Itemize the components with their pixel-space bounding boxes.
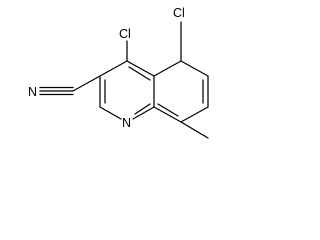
bond-n1-c8a xyxy=(132,106,155,120)
structure-canvas: Cl Cl N N xyxy=(0,0,231,154)
bond-c4-c3 xyxy=(99,60,128,77)
bond-c5-c6 xyxy=(180,60,209,77)
bond-c3-nitrile-carbon xyxy=(72,75,101,92)
ring-nitrogen-label: N xyxy=(122,116,131,130)
molecule-drawing: Cl Cl N N xyxy=(28,6,209,139)
bond-c4a-c4 xyxy=(126,60,155,77)
chlorine-label-c5: Cl xyxy=(173,6,185,20)
bond-n1-c8a-inner xyxy=(134,103,151,115)
bond-c8-c8a xyxy=(153,106,182,123)
nitrile-triple-bond xyxy=(39,86,74,96)
bond-c2-n1 xyxy=(99,106,122,120)
pyridine-ring xyxy=(99,60,155,120)
benzo-ring xyxy=(153,60,209,123)
bond-c8-c8a-inner xyxy=(157,103,179,117)
bond-c7-c8 xyxy=(180,106,209,123)
bond-c8-methyl xyxy=(180,121,209,139)
chlorine-label-c4: Cl xyxy=(119,27,131,41)
nitrile-nitrogen-label: N xyxy=(28,85,37,99)
bond-c4a-c5 xyxy=(153,60,182,77)
bond-c4a-c4-inner xyxy=(128,66,151,81)
